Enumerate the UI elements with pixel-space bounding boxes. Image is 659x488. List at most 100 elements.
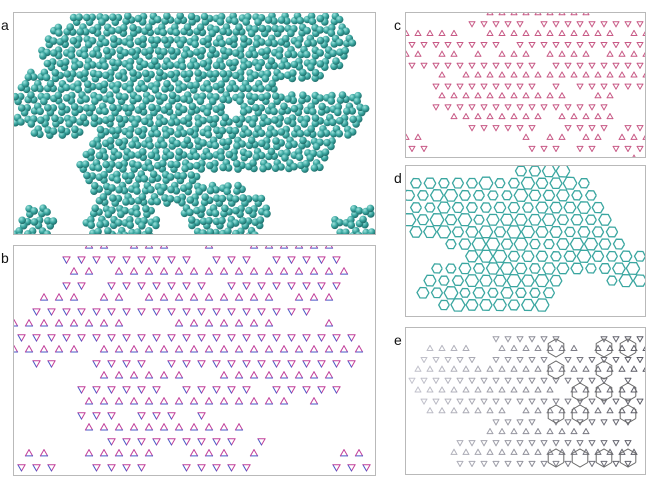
bond-line [537, 448, 542, 455]
bond-line [579, 357, 584, 363]
bond-line [317, 386, 322, 394]
bond-line [336, 282, 341, 290]
bond-line [528, 83, 533, 90]
sphere-atom [296, 129, 305, 138]
bond-line [474, 50, 479, 57]
bond-line [302, 282, 307, 290]
bond-line [21, 464, 26, 472]
bond-line [414, 386, 419, 393]
bond-line [24, 319, 30, 327]
sphere-atom [261, 74, 270, 83]
ring-polygon [507, 177, 520, 189]
hexagon-ring [547, 360, 565, 380]
bond-line [498, 113, 503, 120]
bond-line [129, 371, 135, 379]
bond-line [609, 50, 614, 57]
bond-line [603, 440, 608, 447]
bond-line [144, 423, 150, 431]
bond-line [642, 346, 645, 351]
bond-line [486, 29, 491, 36]
sphere-atom [316, 14, 325, 23]
sphere-atom [267, 147, 276, 156]
bond-line [471, 83, 476, 90]
bond-line [525, 344, 530, 351]
bond-line [531, 460, 536, 467]
sphere-atom [126, 34, 134, 43]
sphere-atom [107, 96, 115, 105]
bond-line [519, 21, 524, 28]
bond-line [216, 438, 221, 446]
sphere-atom [290, 60, 299, 69]
bond-line [456, 83, 461, 90]
bond-line [438, 92, 443, 99]
bond-line [519, 460, 524, 467]
sphere-atom [303, 50, 311, 59]
bond-line [495, 104, 500, 111]
bond-line [332, 386, 337, 394]
sphere-atom [126, 85, 134, 94]
bond-line [253, 345, 259, 353]
sphere-atom [316, 60, 325, 68]
sphere-atom [114, 151, 123, 159]
bond-line [630, 133, 635, 140]
bond-line [624, 336, 629, 343]
bond-line [474, 448, 479, 455]
bond-line [528, 104, 533, 111]
bond-line [171, 334, 176, 342]
sphere-atom [65, 120, 73, 128]
bond-line [133, 371, 139, 379]
bond-line [129, 246, 133, 249]
sphere-atom [99, 193, 108, 201]
ring-polygon [549, 201, 563, 214]
sphere-atom [173, 118, 181, 126]
bond-line [339, 267, 345, 275]
bond-line [238, 371, 244, 379]
bond-line [193, 293, 199, 301]
sphere-atom [206, 228, 215, 234]
bond-line [591, 42, 596, 48]
sphere-atom [336, 117, 344, 125]
bond-line [555, 460, 560, 467]
bond-line [171, 412, 176, 420]
sphere-atom [316, 26, 325, 34]
bond-line [471, 357, 476, 363]
bond-line [522, 448, 527, 455]
bond-line [429, 29, 434, 36]
bond-line [579, 83, 584, 90]
bond-line [73, 345, 79, 353]
bond-line [501, 71, 506, 78]
bond-line [234, 319, 240, 327]
sphere-atom [245, 50, 253, 59]
bond-line [43, 319, 49, 327]
sphere-atom [109, 103, 117, 112]
sphere-atom [156, 68, 164, 77]
bond-line [615, 398, 620, 405]
sphere-atom [76, 160, 84, 169]
bond-line [555, 398, 560, 405]
bond-line [103, 293, 109, 301]
bond-line [201, 308, 206, 316]
bond-line [615, 42, 620, 48]
sphere-atom [284, 50, 293, 59]
sphere-atom [271, 116, 279, 124]
bond-line [570, 344, 575, 351]
bond-line [133, 423, 139, 431]
bond-line [238, 293, 244, 301]
sphere-atom [95, 70, 103, 79]
bond-line [492, 419, 497, 426]
sphere-atom [231, 17, 239, 25]
bond-line [534, 428, 539, 435]
bond-line [227, 360, 232, 368]
sphere-atom [300, 120, 309, 128]
bond-line [165, 246, 169, 249]
bond-line [92, 256, 97, 264]
sphere-atom [251, 93, 259, 102]
bond-line [462, 448, 467, 455]
bond-line [227, 386, 232, 394]
bond-line [77, 386, 82, 394]
ring-polygon [563, 250, 577, 262]
bond-line [543, 440, 548, 447]
sphere-atom [231, 58, 239, 67]
bond-line [242, 334, 247, 342]
bond-line [47, 360, 52, 368]
